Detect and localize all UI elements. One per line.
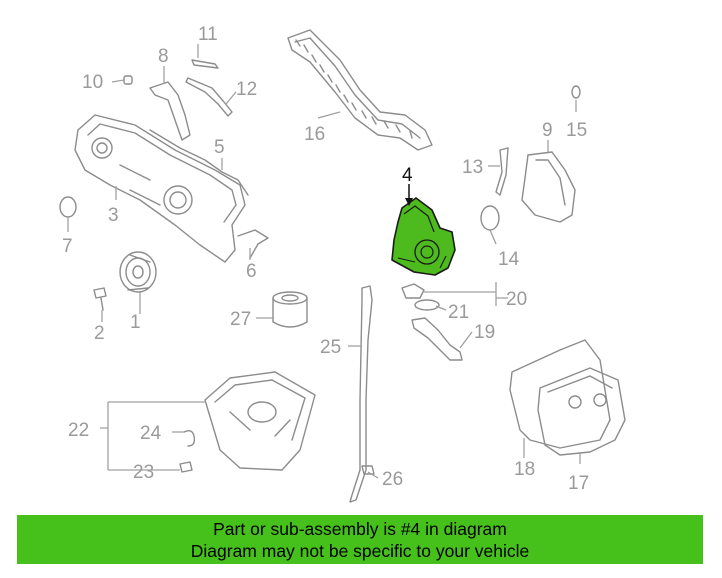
part-11-strip: [191, 59, 219, 69]
callout-9: 9: [542, 120, 553, 141]
callout-1: 1: [130, 312, 141, 333]
part-1-pulley: [119, 251, 157, 293]
part-3-timing-cover: [74, 114, 246, 263]
callout-26: 26: [382, 469, 403, 490]
part-24-seal: [183, 429, 196, 447]
callout-6: 6: [246, 261, 257, 282]
callout-2: 2: [94, 323, 105, 344]
callout-labels: 1 2 3 4 5 6 7 8 9 10 11 12 13 14 15 16 1…: [62, 24, 589, 494]
part-14-seal: [480, 205, 500, 231]
callout-14: 14: [498, 249, 520, 270]
part-26-clip: [361, 465, 375, 475]
callout-21: 21: [448, 302, 469, 323]
part-4-cover-highlighted: [391, 197, 456, 276]
callout-15: 15: [566, 120, 587, 141]
part-2-bolt: [93, 287, 107, 311]
callout-16: 16: [304, 124, 325, 145]
callout-25: 25: [320, 337, 341, 358]
part-7-seal: [59, 196, 77, 218]
callout-18: 18: [514, 459, 535, 480]
part-5-gasket: [149, 129, 249, 196]
leader-lines: [67, 44, 581, 479]
part-25-dipstick: [349, 285, 373, 503]
callout-7: 7: [62, 236, 73, 257]
part-6-bracket: [237, 229, 269, 259]
callout-23: 23: [133, 462, 154, 483]
part-22-oil-pan: [204, 371, 316, 471]
part-15-plug: [571, 85, 581, 99]
banner-line-1: Part or sub-assembly is #4 in diagram: [213, 518, 507, 539]
part-9-cover: [521, 151, 576, 223]
part-19-pipe: [411, 317, 463, 361]
banner-line-2: Diagram may not be specific to your vehi…: [190, 540, 530, 561]
callout-3: 3: [108, 205, 119, 226]
callout-17: 17: [568, 473, 589, 494]
callout-19: 19: [474, 322, 495, 343]
part-16-belt: [287, 29, 433, 151]
callout-10: 10: [82, 72, 103, 93]
callout-13: 13: [462, 157, 483, 178]
info-banner: Part or sub-assembly is #4 in diagram Di…: [17, 515, 703, 564]
part-18-gasket: [509, 339, 611, 449]
part-27-filter: [272, 291, 308, 328]
callout-22: 22: [68, 420, 89, 441]
callout-5: 5: [214, 137, 225, 158]
callout-4: 4: [402, 165, 413, 186]
part-12-strip: [185, 77, 233, 117]
part-13-strip: [495, 147, 509, 196]
callout-12: 12: [236, 79, 257, 100]
callout-8: 8: [158, 46, 169, 67]
callout-24: 24: [140, 423, 162, 444]
part-10-plug: [123, 75, 133, 85]
callout-11: 11: [198, 24, 218, 45]
part-20-fitting: [401, 283, 425, 299]
callout-27: 27: [230, 309, 251, 330]
part-8-bracket: [149, 81, 191, 141]
part-17-pan: [537, 367, 626, 456]
part-23-plug: [179, 461, 193, 473]
callout-20: 20: [506, 289, 527, 310]
part-21-oring: [414, 299, 440, 311]
